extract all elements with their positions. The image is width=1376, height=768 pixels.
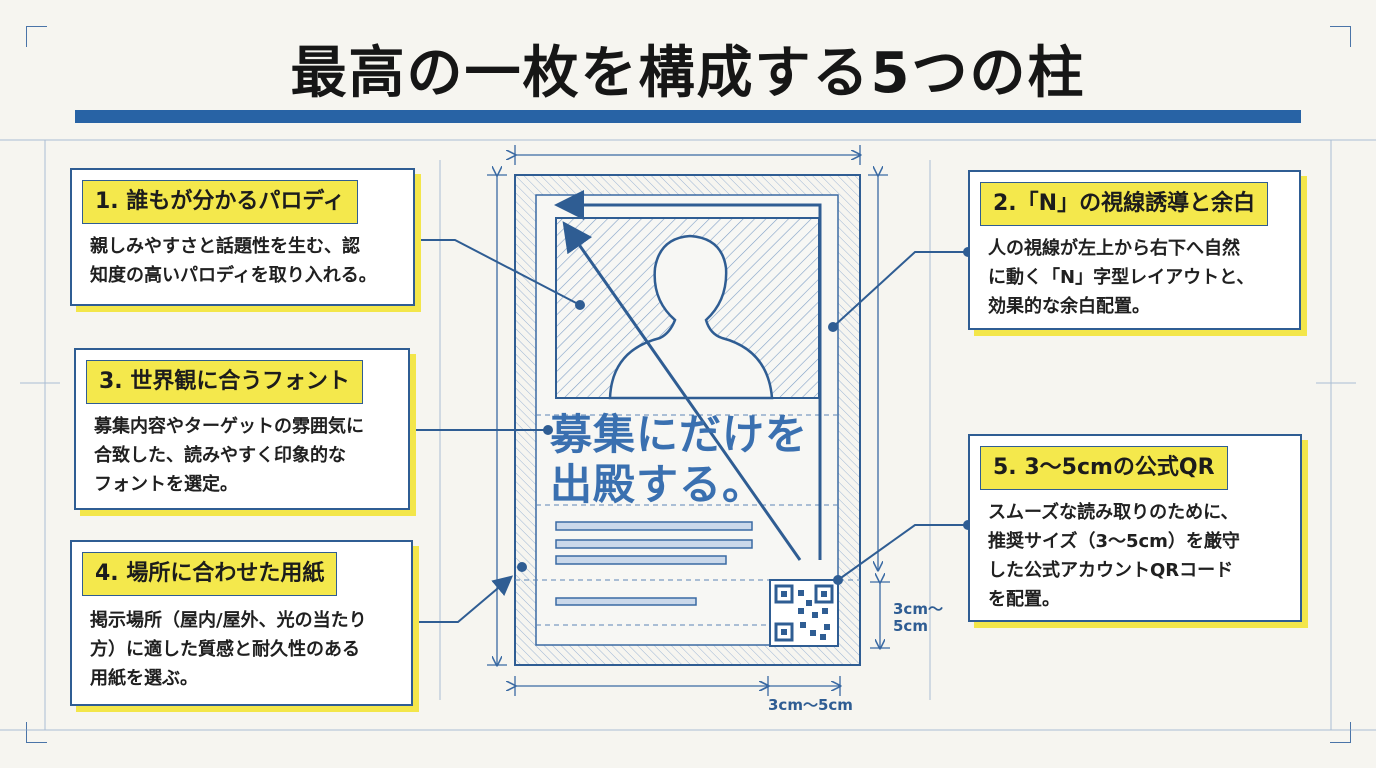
leader-lines [410, 239, 968, 623]
pillar-card-2-heading: 2.「N」の視線誘導と余白 [980, 182, 1269, 226]
corner-mark-bl [26, 722, 47, 743]
pillar-card-3: 3. 世界観に合うフォント 募集内容やターゲットの雰囲気に 合致した、読みやすく… [74, 348, 410, 510]
pillar-card-4-heading: 4. 場所に合わせた用紙 [82, 552, 338, 596]
pillar-card-2-body: 人の視線が左上から右下へ自然 に動く「N」字型レイアウトと、 効果的な余白配置。 [988, 238, 1255, 317]
pillar-card-5-heading: 5. 3〜5cmの公式QR [980, 446, 1228, 490]
n-eye-flow-arrows [554, 190, 822, 561]
title-underline [75, 110, 1301, 123]
qr-height-label: 3cm〜 5cm [893, 600, 943, 635]
poster-qr-code [769, 579, 839, 647]
poster-dimension-lines [487, 145, 890, 696]
pillar-card-1: 1. 誰もが分かるパロディ 親しみやすさと話題性を生む、認 知度の高いパロディを… [70, 168, 415, 306]
pillar-card-2: 2.「N」の視線誘導と余白 人の視線が左上から右下へ自然 に動く「N」字型レイア… [968, 170, 1301, 330]
poster-headline: 募集にだけを 出殿する。 [550, 410, 808, 510]
qr-width-label: 3cm〜5cm [768, 696, 853, 714]
poster-headline-line-1: 募集にだけを [550, 410, 809, 459]
poster-photo-area [555, 217, 820, 400]
pillar-card-4: 4. 場所に合わせた用紙 掲示場所（屋内/屋外、光の当たり 方）に適した質感と耐… [70, 540, 413, 706]
pillar-card-1-heading: 1. 誰もが分かるパロディ [82, 180, 358, 224]
pillar-card-1-body: 親しみやすさと話題性を生む、認 知度の高いパロディを取り入れる。 [90, 236, 377, 286]
poster-headline-line-2: 出殿する。 [550, 460, 766, 509]
pillar-card-3-body: 募集内容やターゲットの雰囲気に 合致した、読みやすく印象的な フォントを選定。 [94, 416, 364, 495]
pillar-card-5-body: スムーズな読み取りのために、 推奨サイズ（3〜5cm）を厳守 した公式アカウント… [988, 502, 1240, 610]
corner-mark-tr [1330, 26, 1351, 47]
page-title: 最高の一枚を構成する5つの柱 [290, 41, 1086, 106]
pillar-card-4-body: 掲示場所（屋内/屋外、光の当たり 方）に適した質感と耐久性のある 用紙を選ぶ。 [90, 610, 367, 689]
poster-text-lines [555, 521, 753, 606]
pillar-card-3-heading: 3. 世界観に合うフォント [86, 360, 363, 404]
pillar-card-5: 5. 3〜5cmの公式QR スムーズな読み取りのために、 推奨サイズ（3〜5cm… [968, 434, 1302, 622]
corner-mark-tl [26, 26, 47, 47]
corner-mark-br [1330, 722, 1351, 743]
